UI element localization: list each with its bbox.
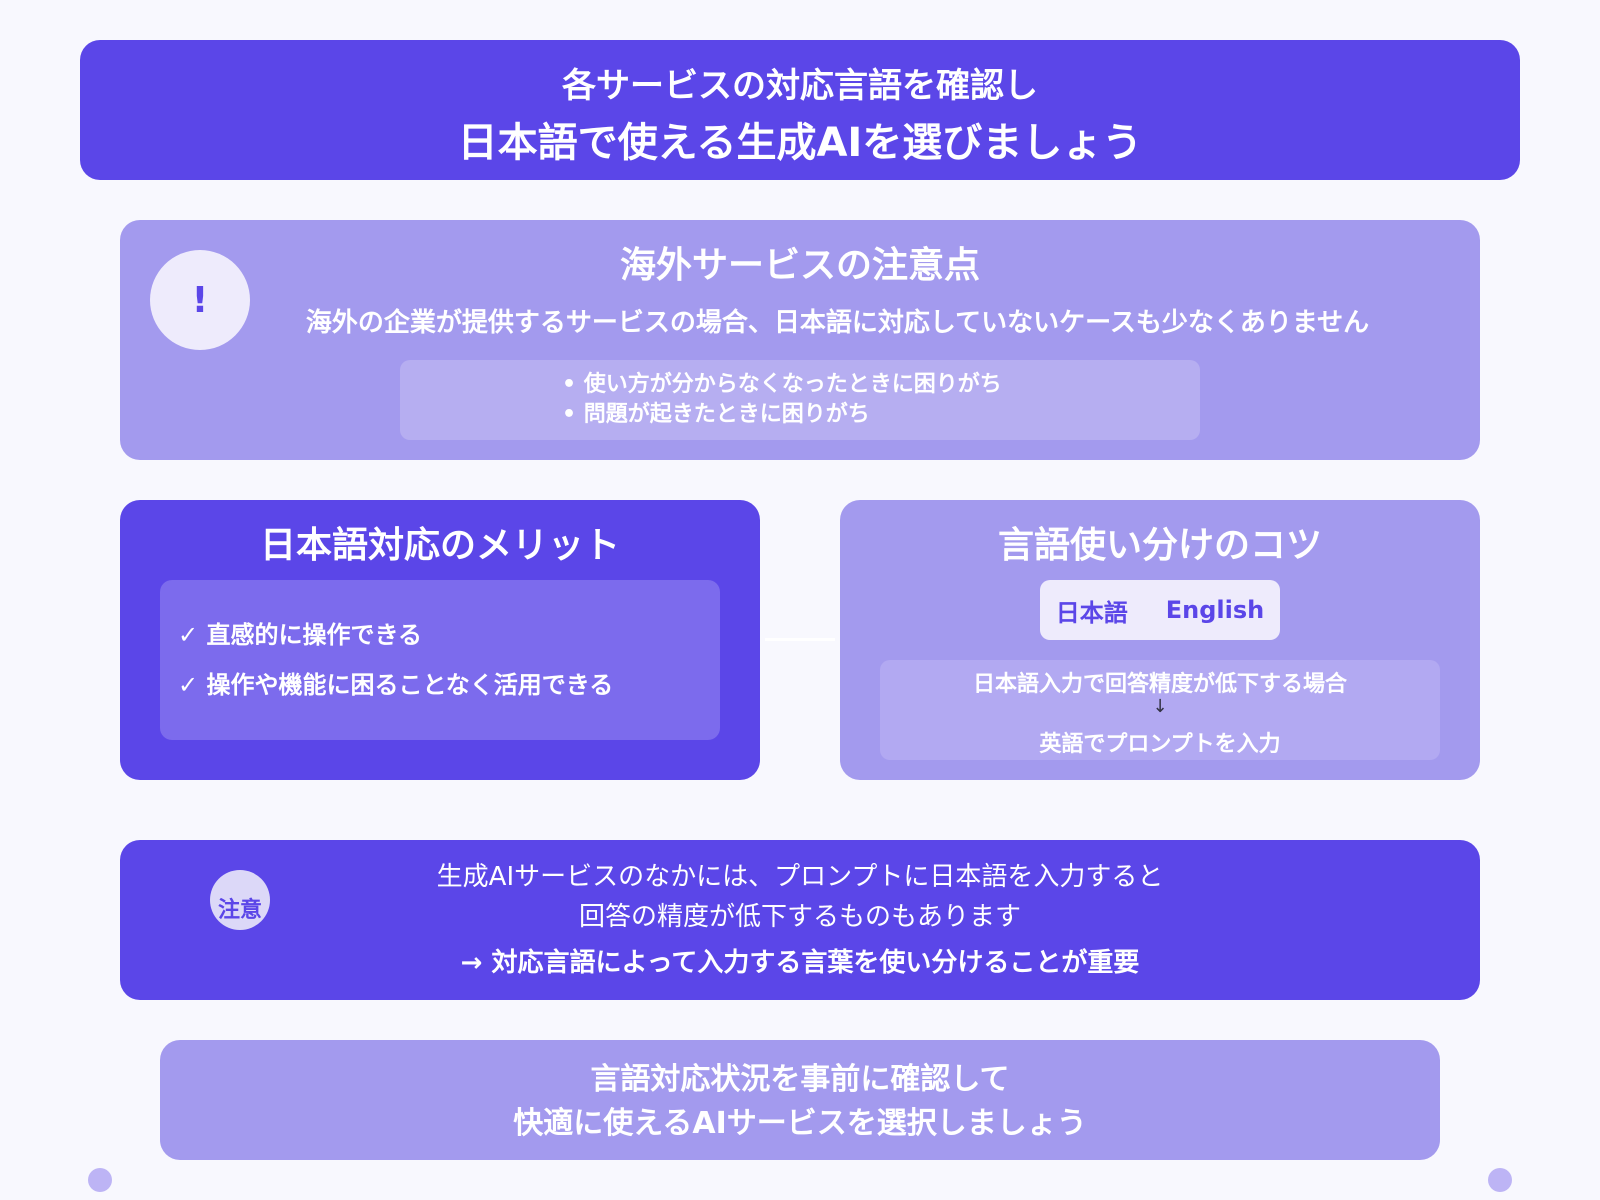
overseas-service-caution-panel: ! 海外サービスの注意点 海外の企業が提供するサービスの場合、日本語に対応してい… [120, 220, 1480, 460]
tips-title: 言語使い分けのコツ [997, 525, 1322, 566]
connector-line [765, 638, 835, 641]
merit-item: ✓ 直感的に操作できる [178, 621, 422, 649]
merit-list: ✓ 直感的に操作できる ✓ 操作や機能に困ることなく活用できる [160, 580, 720, 740]
language-english: English [1165, 596, 1265, 624]
notice-badge-icon: 注意 [210, 870, 270, 930]
exclamation-icon: ! [150, 250, 250, 350]
flow-action: 英語でプロンプトを入力 [1039, 732, 1281, 757]
decorative-dot [88, 1168, 112, 1192]
title-line-2: 日本語で使える生成AIを選びましょう [457, 120, 1143, 166]
japanese-support-merit-panel: 日本語対応のメリット ✓ 直感的に操作できる ✓ 操作や機能に困ることなく活用で… [120, 500, 760, 780]
caution-bullet-list: • 使い方が分からなくなったときに困りがち • 問題が起きたときに困りがち [400, 360, 1200, 440]
merit-item: ✓ 操作や機能に困ることなく活用できる [178, 671, 614, 699]
language-tips-panel: 言語使い分けのコツ 日本語 English 日本語入力で回答精度が低下する場合 … [840, 500, 1480, 780]
caution-bullet: • 問題が起きたときに困りがち [562, 402, 870, 427]
notice-line-2: 回答の精度が低下するものもあります [578, 902, 1021, 932]
title-banner: 各サービスの対応言語を確認し 日本語で使える生成AIを選びましょう [80, 40, 1520, 180]
flow-condition: 日本語入力で回答精度が低下する場合 [972, 672, 1347, 697]
accuracy-notice-panel: 注意 生成AIサービスのなかには、プロンプトに日本語を入力すると 回答の精度が低… [120, 840, 1480, 1000]
notice-badge-label: 注意 [217, 898, 262, 923]
language-japanese: 日本語 [1055, 598, 1128, 627]
summary-line-2: 快適に使えるAIサービスを選択しましょう [513, 1106, 1087, 1141]
caution-title: 海外サービスの注意点 [619, 245, 980, 286]
summary-line-1: 言語対応状況を事前に確認して [590, 1062, 1010, 1097]
arrow-down-icon: ↓ [1152, 696, 1168, 717]
caution-bullet: • 使い方が分からなくなったときに困りがち [562, 372, 1002, 397]
notice-conclusion: → 対応言語によって入力する言葉を使い分けることが重要 [460, 948, 1140, 978]
caution-description: 海外の企業が提供するサービスの場合、日本語に対応していないケースも少なくありませ… [305, 308, 1370, 338]
notice-line-1: 生成AIサービスのなかには、プロンプトに日本語を入力すると [436, 862, 1164, 892]
decorative-dot [1488, 1168, 1512, 1192]
summary-banner: 言語対応状況を事前に確認して 快適に使えるAIサービスを選択しましょう [160, 1040, 1440, 1160]
tips-flow: 日本語入力で回答精度が低下する場合 ↓ 英語でプロンプトを入力 [880, 660, 1440, 760]
merit-title: 日本語対応のメリット [259, 525, 620, 566]
title-line-1: 各サービスの対応言語を確認し [562, 66, 1038, 106]
language-pair: 日本語 English [1040, 580, 1280, 640]
